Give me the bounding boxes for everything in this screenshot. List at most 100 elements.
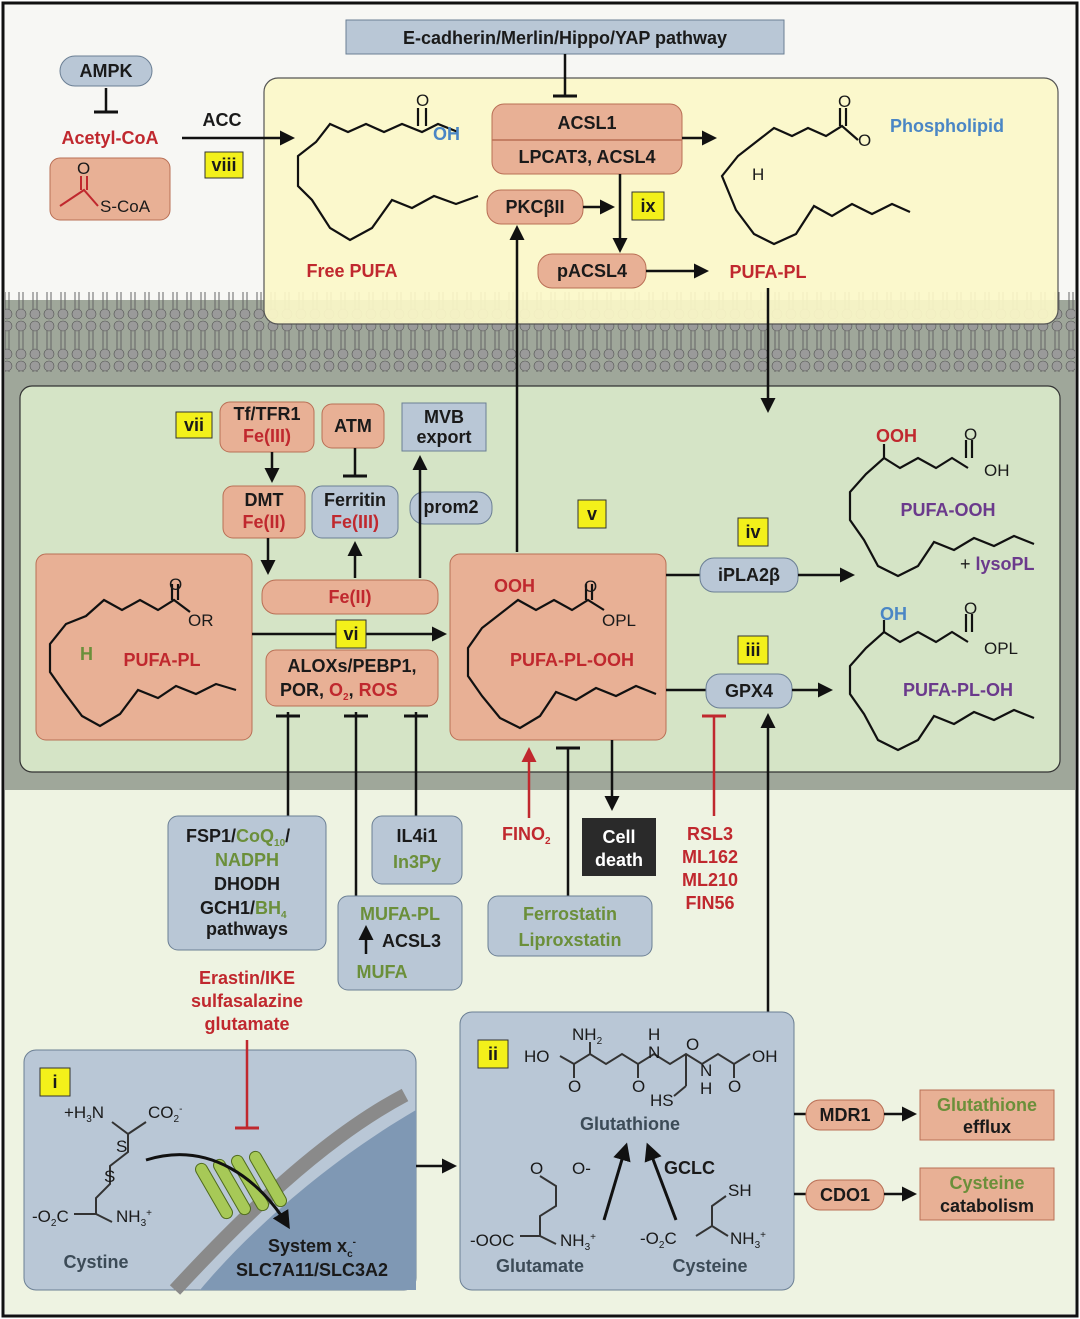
acetyl-coa-structure xyxy=(59,176,99,207)
sulfasalazine-label: sulfasalazine xyxy=(191,991,303,1011)
acsl1-label: ACSL1 xyxy=(557,113,616,133)
roman-v-box xyxy=(577,499,607,529)
atm-box xyxy=(321,403,385,449)
pufa-pl-oh-structure xyxy=(848,614,1035,752)
fin56-label: FIN56 xyxy=(685,893,734,913)
phospholipid-structure xyxy=(720,108,911,246)
roman-i: i xyxy=(52,1072,57,1092)
svg-text:H: H xyxy=(752,165,764,184)
svg-text:O: O xyxy=(838,92,851,111)
gclc-label: GCLC xyxy=(664,1158,715,1178)
cysteine-structure xyxy=(695,1195,729,1237)
mdr1-label: MDR1 xyxy=(819,1105,870,1125)
svg-text:N: N xyxy=(648,1043,660,1062)
cell-compartment xyxy=(200,1110,416,1290)
roman-iii: iii xyxy=(745,640,760,660)
cdo1-label: CDO1 xyxy=(820,1185,870,1205)
dmt-label: DMT xyxy=(245,490,284,510)
cysteine-catabolism-box xyxy=(919,1167,1055,1221)
alox-box xyxy=(265,649,439,707)
alox-line1: ALOXs/PEBP1, xyxy=(287,656,416,676)
roman-iv-box xyxy=(737,517,769,547)
glutathione-label: Glutathione xyxy=(580,1114,680,1134)
cystine-nh3: NH3+ xyxy=(116,1207,152,1229)
glutamate-structure xyxy=(520,1175,557,1245)
cystine-structure xyxy=(74,1121,147,1223)
glutamate-nh3: NH3+ xyxy=(560,1231,596,1253)
mufa-box xyxy=(337,895,463,991)
ferritin-box xyxy=(311,485,399,539)
phospholipid-label: Phospholipid xyxy=(890,116,1004,136)
cysteine-nh3: NH3+ xyxy=(730,1229,766,1251)
cysteine-catabolism-line1: Cysteine xyxy=(949,1173,1024,1193)
svg-text:H: H xyxy=(80,644,93,664)
pufa-pl-label: PUFA-PL xyxy=(123,650,200,670)
dmt-box xyxy=(222,485,306,539)
roman-viii-box xyxy=(204,151,244,179)
ml210-label: ML210 xyxy=(682,870,738,890)
roman-ii: ii xyxy=(488,1044,498,1064)
roman-viii: viii xyxy=(211,155,236,175)
pufa-pl-structure xyxy=(48,584,237,728)
mufa-label: MUFA xyxy=(357,962,408,982)
svg-text:O: O xyxy=(686,1035,699,1054)
glutathione-efflux-line1: Glutathione xyxy=(937,1095,1037,1115)
roman-iii-box xyxy=(737,635,769,665)
svg-text:N: N xyxy=(700,1061,712,1080)
svg-text:O: O xyxy=(964,425,977,444)
svg-text:S: S xyxy=(104,1167,115,1186)
erastin-label: Erastin/IKE xyxy=(199,968,295,988)
free-pufa-label: Free PUFA xyxy=(306,261,397,281)
svg-text:O: O xyxy=(416,91,429,110)
ferrostatin-label: Ferrostatin xyxy=(523,904,617,924)
glutathione-efflux-box xyxy=(919,1089,1055,1141)
svg-text:O: O xyxy=(530,1159,543,1178)
pufa-pl-ooh-ooh: OOH xyxy=(494,576,535,596)
ml162-label: ML162 xyxy=(682,847,738,867)
glutamate-inhibitor-label: glutamate xyxy=(204,1014,289,1034)
rsl3-label: RSL3 xyxy=(687,824,733,844)
pufa-ooh-ooh: OOH xyxy=(876,426,917,446)
dmt-fe2-label: Fe(II) xyxy=(243,512,286,532)
free-pufa-structure xyxy=(296,108,479,242)
lpcat3-acsl4-label: LPCAT3, ACSL4 xyxy=(518,147,655,167)
svg-text:O: O xyxy=(964,599,977,618)
roman-vii-box xyxy=(175,411,213,439)
roman-vi-box xyxy=(335,619,367,649)
roman-vi: vi xyxy=(343,624,358,644)
hippo-yap-box xyxy=(345,19,785,55)
hippo-yap-label: E-cadherin/Merlin/Hippo/YAP pathway xyxy=(403,28,727,48)
export-label: export xyxy=(416,427,471,447)
pufa-pl-top-label: PUFA-PL xyxy=(729,262,806,282)
acsl3-label: ACSL3 xyxy=(382,931,441,951)
svg-text:O: O xyxy=(728,1077,741,1096)
gch1-line: GCH1/BH4 xyxy=(200,898,287,921)
pufa-pl-oh-oh: OH xyxy=(880,604,907,624)
cysteine-o2c: -O2C xyxy=(640,1229,677,1251)
pufa-ooh-label: PUFA-OOH xyxy=(900,500,995,520)
svg-text:O-: O- xyxy=(572,1159,591,1178)
dhodh-label: DHODH xyxy=(214,874,280,894)
glutathione-structure xyxy=(559,1042,751,1097)
cystine-h3n: +H3N xyxy=(64,1103,104,1125)
pufa-pl-ooh-structure xyxy=(466,584,657,730)
pufa-pl-ooh-box xyxy=(449,553,667,741)
svg-text:O: O xyxy=(568,1077,581,1096)
fsp1-box xyxy=(167,815,327,951)
glutathione-hs: HS xyxy=(650,1091,674,1110)
cysteine-catabolism-line2: catabolism xyxy=(940,1196,1034,1216)
svg-text:O: O xyxy=(584,577,597,596)
prom2-box xyxy=(409,491,493,525)
liproxstatin-label: Liproxstatin xyxy=(518,930,621,950)
glutathione-efflux-line2: efflux xyxy=(963,1117,1011,1137)
roman-ix-box xyxy=(631,191,665,221)
slc-label: SLC7A11/SLC3A2 xyxy=(236,1260,388,1280)
tf-tfr1-label: Tf/TFR1 xyxy=(234,404,301,424)
pufa-pl-box xyxy=(35,553,253,741)
pufa-pl-oh-label: PUFA-PL-OH xyxy=(903,680,1013,700)
death-label: death xyxy=(595,850,643,870)
cell-death-box xyxy=(582,818,656,876)
roman-vii: vii xyxy=(184,415,204,435)
svg-text:O: O xyxy=(632,1077,645,1096)
svg-text:HO: HO xyxy=(524,1047,550,1066)
